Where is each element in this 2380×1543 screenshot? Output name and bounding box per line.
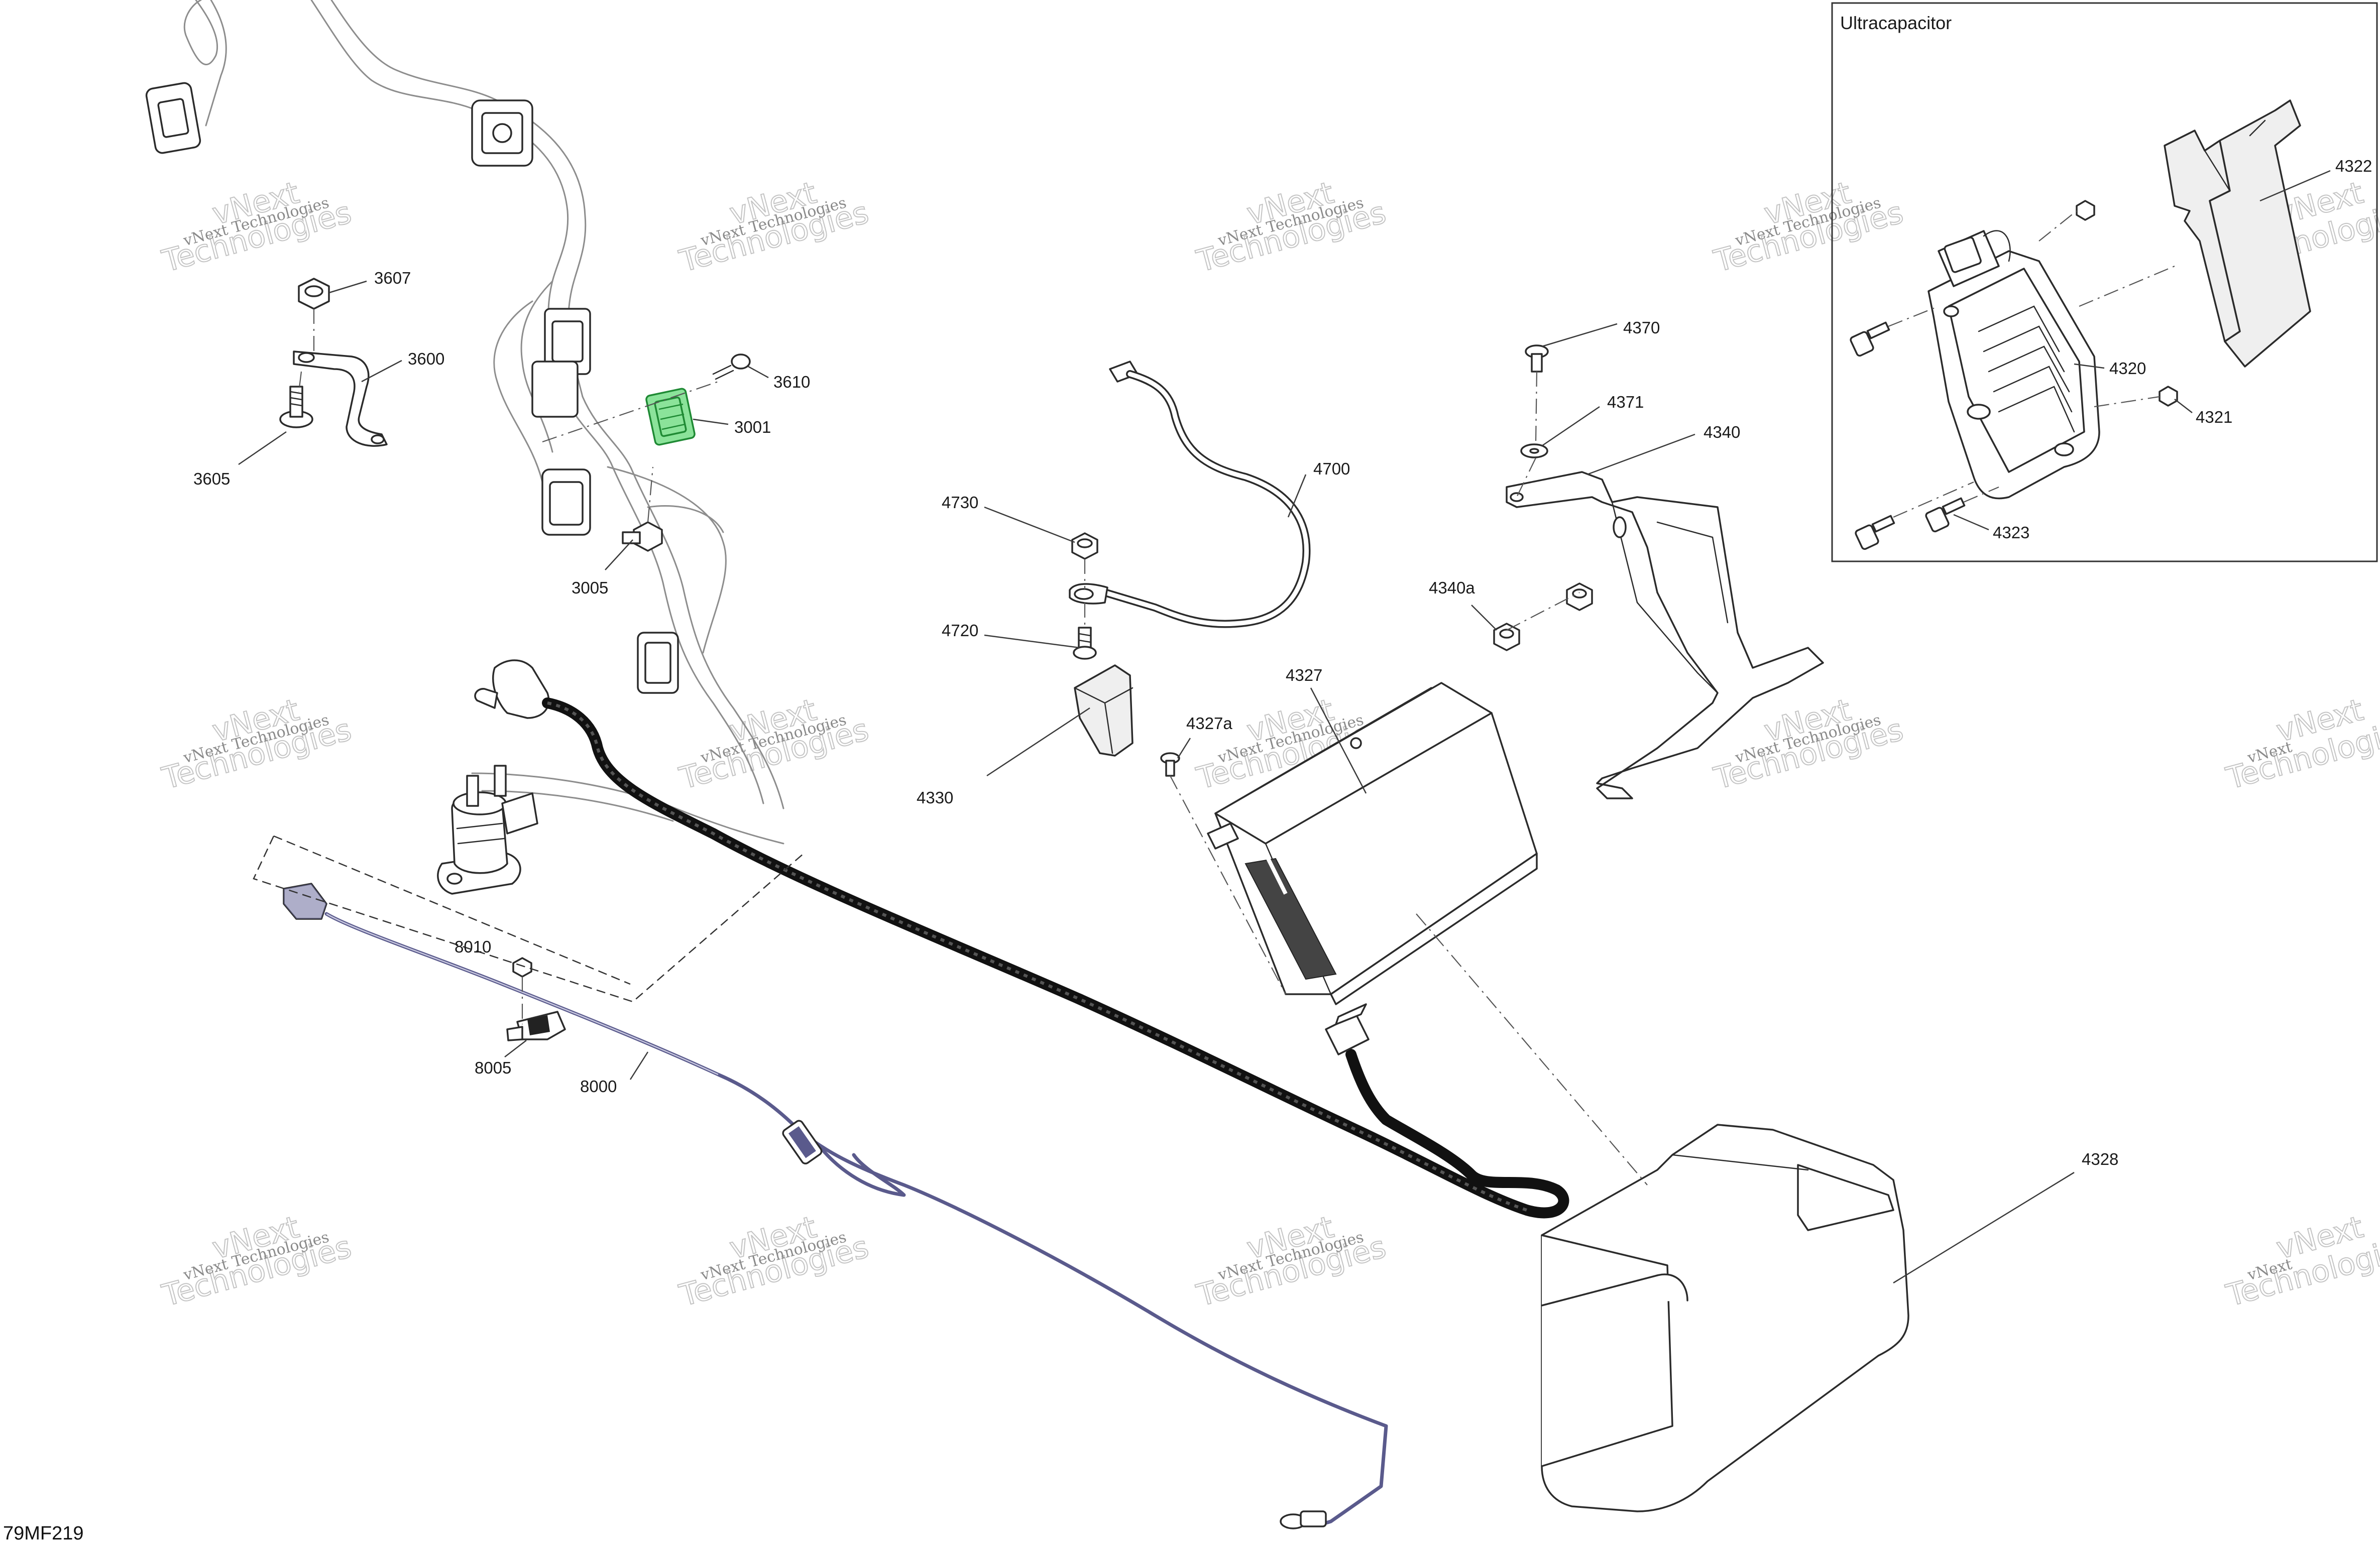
watermark: Technologies vNext vNext Technologies: [675, 692, 872, 797]
nut-3607[interactable]: [298, 278, 330, 310]
label-4720: 4720: [942, 621, 978, 640]
nut-4730[interactable]: [1071, 532, 1098, 560]
battery-box-4328[interactable]: [1541, 1124, 1909, 1512]
screw-3610[interactable]: [712, 353, 751, 380]
bolt-3005[interactable]: [622, 521, 663, 552]
sensor-harness-8000[interactable]: [283, 883, 1388, 1529]
label-8005: 8005: [475, 1058, 511, 1077]
clip-8005[interactable]: [506, 1011, 566, 1041]
battery-4327[interactable]: [1207, 682, 1538, 1005]
screw-4370[interactable]: [1525, 344, 1549, 373]
label-4320: 4320: [2109, 359, 2146, 378]
assembly-lines: [253, 309, 1648, 1185]
watermark: Technologies vNext vNext Technologies: [158, 692, 355, 797]
inset-frame: [1831, 2, 2378, 562]
screw-8010[interactable]: [512, 957, 532, 978]
callout-labels: 3607 3600 3605 3610 3001 3005 4370 4371 …: [193, 157, 2372, 1284]
bolt-3605[interactable]: [279, 386, 313, 428]
watermark: Technologies vNext vNext Technologies: [158, 1209, 355, 1314]
label-4330: 4330: [917, 788, 953, 807]
nut-4340a[interactable]: [1493, 582, 1593, 651]
label-3610: 3610: [773, 373, 810, 391]
label-4328: 4328: [2082, 1150, 2118, 1168]
label-4340: 4340: [1704, 423, 1740, 441]
harness-connector: [145, 82, 201, 154]
screw-4327a[interactable]: [1160, 752, 1180, 777]
battery-cable-4700[interactable]: [1069, 361, 1311, 628]
label-4321: 4321: [2196, 408, 2232, 426]
label-3600: 3600: [408, 349, 444, 368]
label-8000: 8000: [580, 1077, 617, 1096]
label-4700: 4700: [1313, 459, 1350, 478]
harness-connector: [471, 99, 533, 167]
ultracapacitor-4320[interactable]: [1928, 230, 2100, 500]
stud-4323[interactable]: [1850, 321, 1966, 550]
stud: [1855, 515, 1895, 550]
watermark: Technologies vNext vNext Technologies: [158, 175, 355, 280]
watermark: Technologies vNext vNext Technologies: [1710, 175, 1907, 280]
watermark: Technologies vNext vNext: [2222, 1209, 2380, 1314]
label-4340a: 4340a: [1429, 578, 1475, 597]
label-3001: 3001: [734, 418, 771, 436]
relay-3001[interactable]: [645, 388, 696, 446]
ultracapacitor-inset: Ultracapacitor: [1831, 2, 2378, 562]
harness-connector: [637, 632, 679, 694]
heat-shield-4322[interactable]: [2164, 99, 2311, 368]
stud: [1850, 321, 1890, 357]
label-3607: 3607: [374, 269, 411, 287]
harness-connector: [541, 468, 591, 536]
nut-4321[interactable]: [2076, 200, 2178, 407]
inset-title: Ultracapacitor: [1840, 13, 1952, 33]
starter-solenoid: [437, 765, 538, 895]
watermark: Technologies vNext vNext Technologies: [675, 175, 872, 280]
stud: [1925, 497, 1966, 533]
terminal-cover-4330[interactable]: [1074, 664, 1134, 757]
label-4322: 4322: [2335, 157, 2372, 175]
watermark: Technologies vNext vNext Technologies: [675, 1209, 872, 1314]
label-3605: 3605: [193, 469, 230, 488]
label-4370: 4370: [1623, 318, 1660, 337]
label-4327: 4327: [1286, 666, 1322, 684]
ground-strap-3600[interactable]: [293, 350, 388, 447]
harness-connector: [531, 361, 579, 418]
label-8010: 8010: [455, 937, 491, 956]
battery-bracket-4340[interactable]: [1506, 471, 1824, 799]
label-3005: 3005: [572, 578, 608, 597]
watermark: Technologies vNext vNext: [2222, 692, 2380, 797]
label-4323: 4323: [1993, 523, 2029, 542]
label-4371: 4371: [1607, 393, 1644, 411]
watermark: Technologies vNext vNext Technologies: [1192, 1209, 1390, 1314]
figure-code: 79MF219: [3, 1523, 84, 1543]
label-4327a: 4327a: [1186, 714, 1232, 733]
bolt-4720[interactable]: [1073, 627, 1097, 660]
washer-4371[interactable]: [1520, 443, 1548, 458]
watermark: Technologies vNext vNext Technologies: [1192, 175, 1390, 280]
main-battery-cable: [474, 659, 1569, 1219]
label-4730: 4730: [942, 493, 978, 512]
